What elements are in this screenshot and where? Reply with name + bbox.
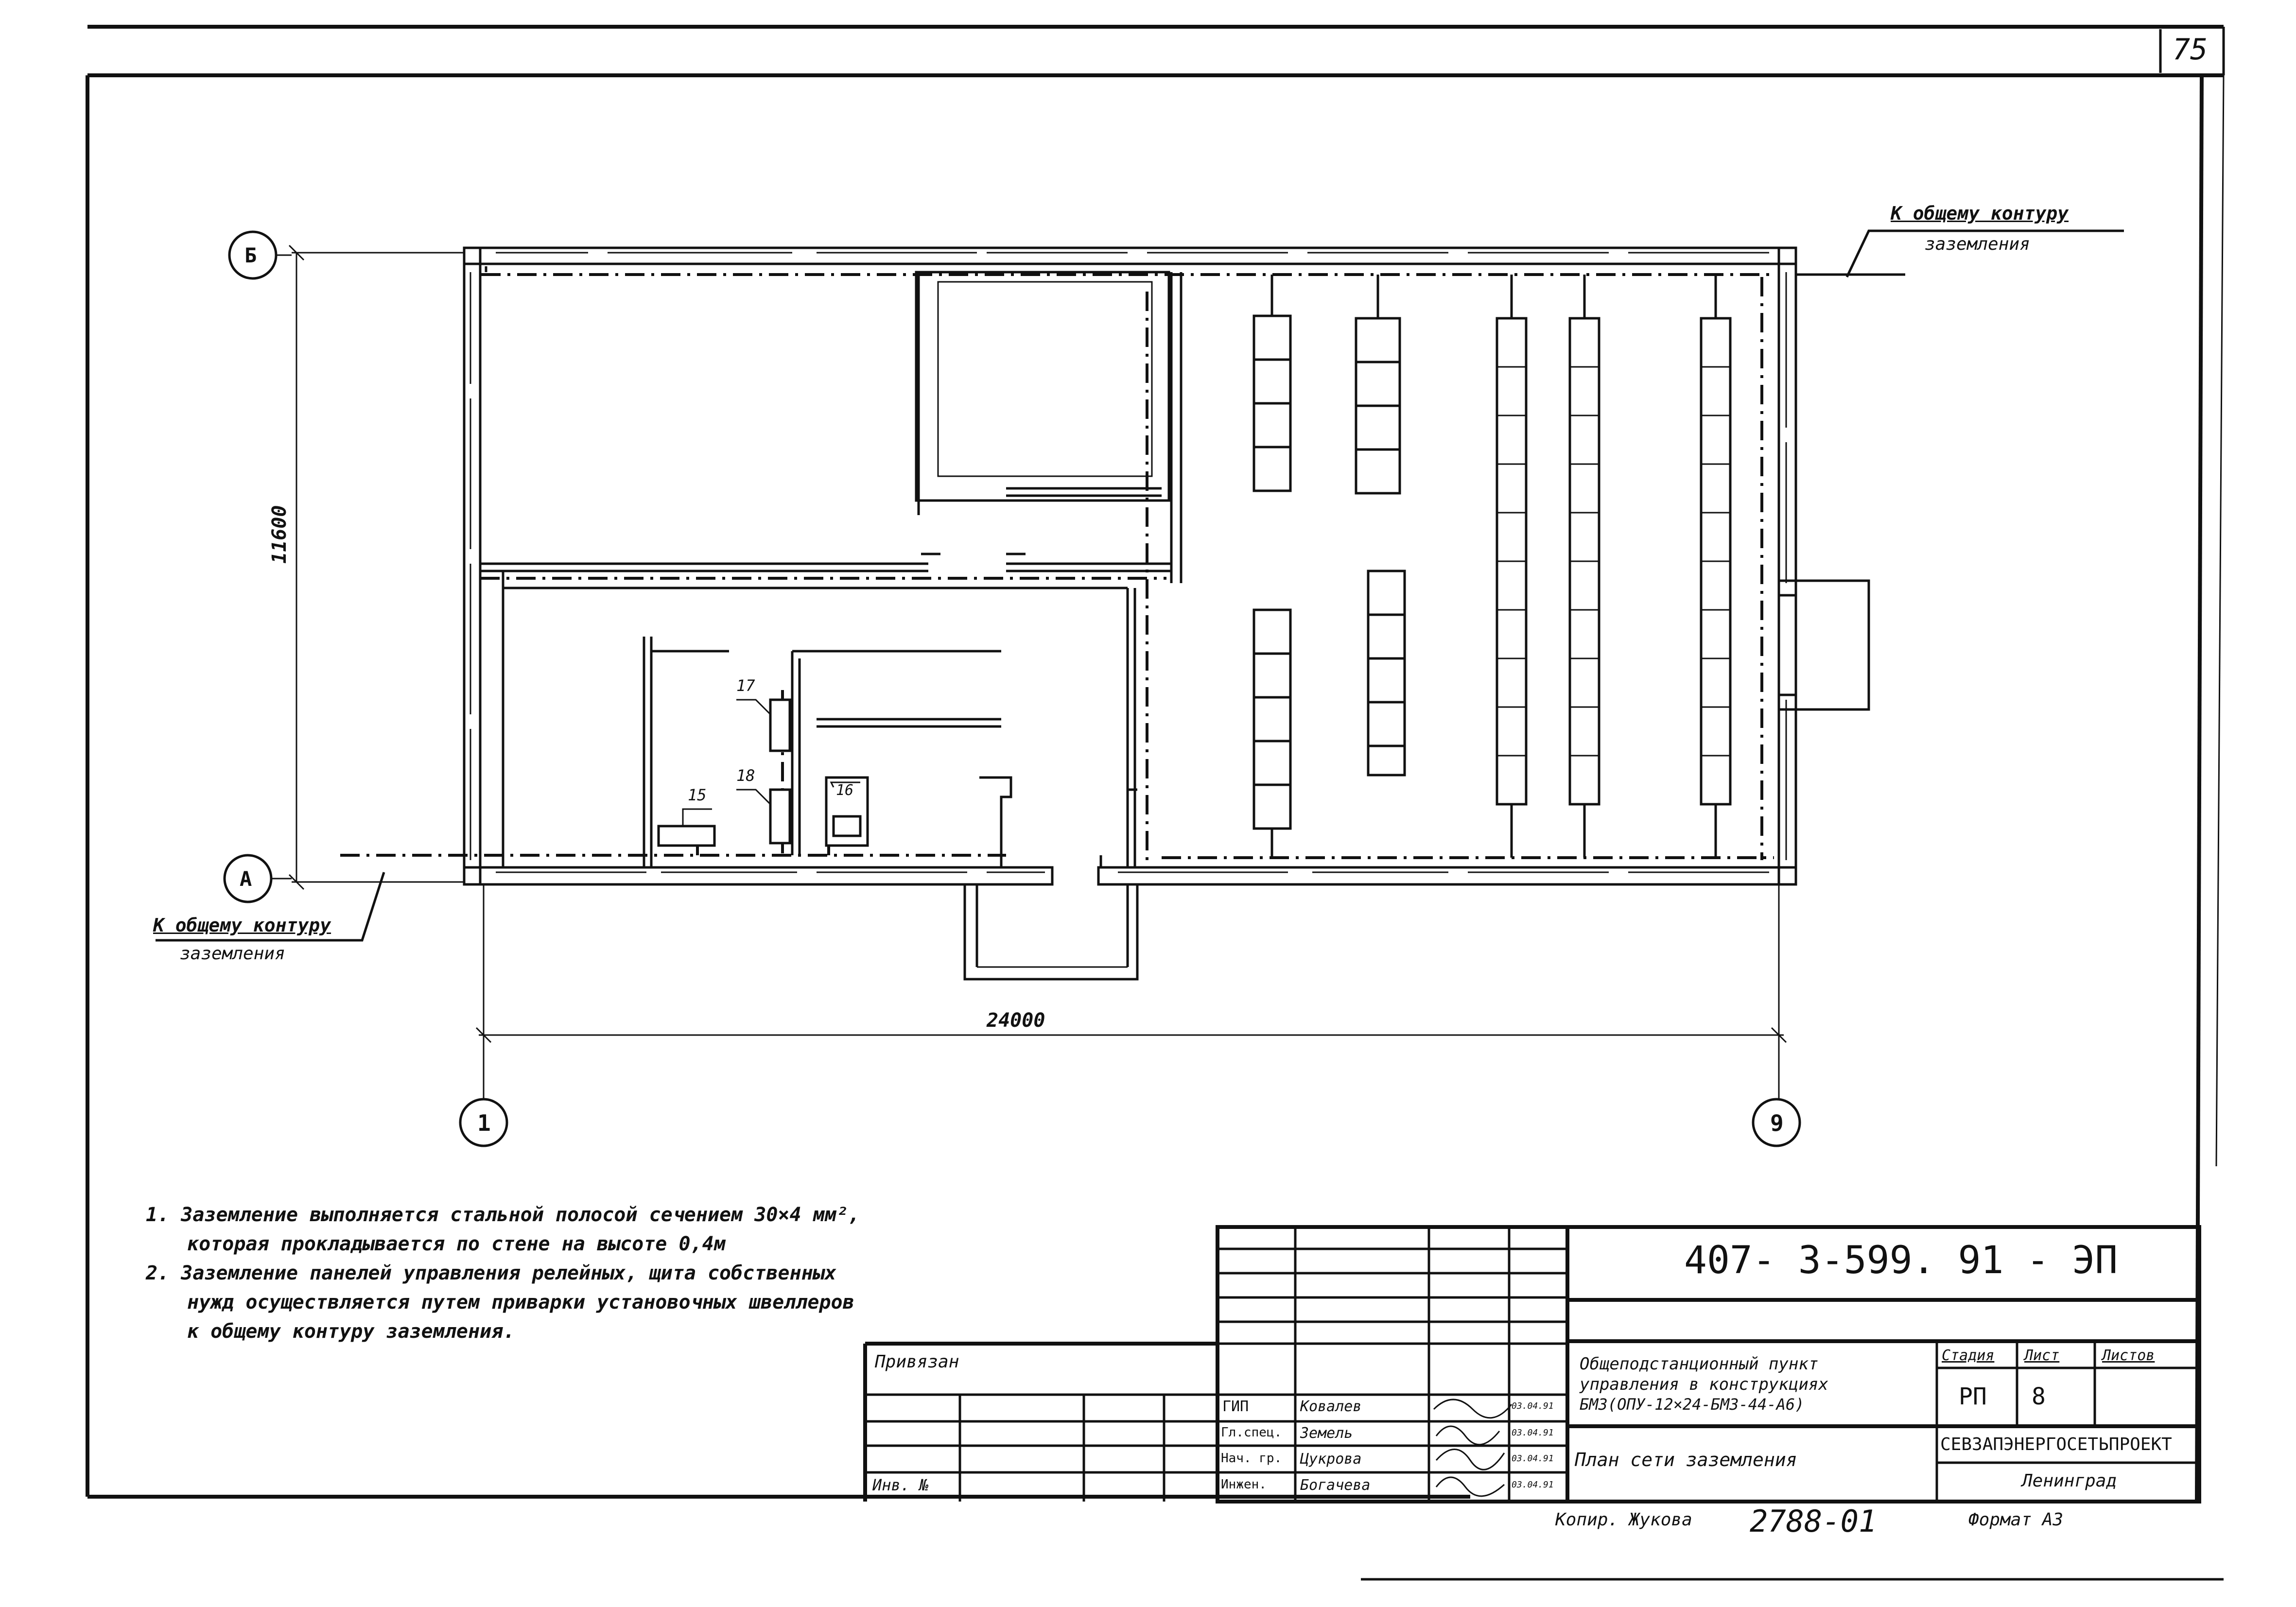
staff-date-1: 03.04.91 xyxy=(1512,1401,1554,1411)
copied-by: Копир. Жукова xyxy=(1555,1510,1692,1530)
interior-partitions xyxy=(480,271,1183,867)
organization-city: Ленинград xyxy=(2022,1471,2117,1491)
staff-name-1: Ковалев xyxy=(1300,1398,1362,1415)
staff-date-4: 03.04.91 xyxy=(1512,1480,1554,1490)
ground-label-right-1: К общему контуру xyxy=(1891,203,2069,224)
object-title-2: управления в конструкциях xyxy=(1580,1375,1828,1394)
equipment-label-17: 17 xyxy=(736,676,755,695)
document-code: 407- 3-599. 91 - ЭП xyxy=(1684,1239,2118,1282)
staff-role-3: Нач. гр. xyxy=(1221,1451,1282,1466)
panel-column-5 xyxy=(1700,317,1732,806)
sheets-header: Листов xyxy=(2102,1347,2155,1364)
staff-name-4: Богачева xyxy=(1300,1477,1371,1494)
object-title-1: Общеподстанционный пункт xyxy=(1580,1354,1819,1374)
archive-number: 2788-01 xyxy=(1750,1503,1877,1539)
equipment-label-15: 15 xyxy=(688,786,707,804)
staff-name-3: Цукрова xyxy=(1300,1451,1362,1468)
inventory-number-label: Инв. № xyxy=(872,1476,929,1494)
privyazan-label: Привязан xyxy=(875,1352,959,1372)
ground-label-left-2: заземления xyxy=(180,944,285,964)
axis-label-b: Б xyxy=(244,243,257,267)
title-block xyxy=(863,1225,2201,1503)
equipment-label-18: 18 xyxy=(736,766,755,785)
note-line-5: к общему контуру заземления. xyxy=(187,1320,515,1343)
aux-equipment xyxy=(657,698,869,847)
equipment-label-16: 16 xyxy=(836,782,854,799)
axis-label-9: 9 xyxy=(1770,1110,1784,1136)
staff-name-2: Земель xyxy=(1300,1425,1353,1442)
building-outline xyxy=(463,246,1870,981)
ground-label-left-1: К общему контуру xyxy=(153,915,331,936)
grounding-loop xyxy=(340,273,1905,860)
ground-label-right-2: заземления xyxy=(1925,234,2030,254)
note-line-3: 2. Заземление панелей управления релейны… xyxy=(146,1262,836,1284)
object-title-3: БМЗ(ОПУ-12×24-БМЗ-44-А6) xyxy=(1580,1395,1805,1414)
staff-date-3: 03.04.91 xyxy=(1512,1453,1554,1464)
sheet-number: 75 xyxy=(2173,33,2208,67)
dimension-width: 24000 xyxy=(987,1009,1045,1032)
organization-name: СЕВЗАПЭНЕРГОСЕТЬПРОЕКТ xyxy=(1940,1434,2172,1454)
sheet-value: 8 xyxy=(2032,1383,2046,1410)
panel-column-4 xyxy=(1568,317,1600,806)
staff-role-4: Инжен. xyxy=(1221,1477,1267,1492)
paper-format: Формат А3 xyxy=(1968,1510,2064,1530)
staff-role-1: ГИП xyxy=(1222,1398,1249,1415)
note-line-4: нужд осуществляется путем приварки устан… xyxy=(187,1291,854,1313)
axis-label-a: А xyxy=(240,867,252,891)
stage-value: РП xyxy=(1959,1383,1987,1410)
stage-header: Стадия xyxy=(1942,1347,1995,1364)
relay-panels xyxy=(1252,275,1732,858)
sheet-frame xyxy=(86,25,2225,1581)
axis-label-1: 1 xyxy=(477,1110,491,1136)
dimension-height: 11600 xyxy=(268,505,291,564)
top-wall-joints xyxy=(485,252,1769,873)
sheet-header: Лист xyxy=(2024,1347,2060,1364)
axes xyxy=(156,229,2124,1147)
staff-date-2: 03.04.91 xyxy=(1512,1428,1554,1438)
note-line-2: которая прокладывается по стене на высот… xyxy=(187,1233,726,1255)
note-line-1: 1. Заземление выполняется стальной полос… xyxy=(146,1204,860,1226)
staff-role-2: Гл.спец. xyxy=(1221,1425,1282,1440)
sheet-title: План сети заземления xyxy=(1575,1449,1797,1470)
